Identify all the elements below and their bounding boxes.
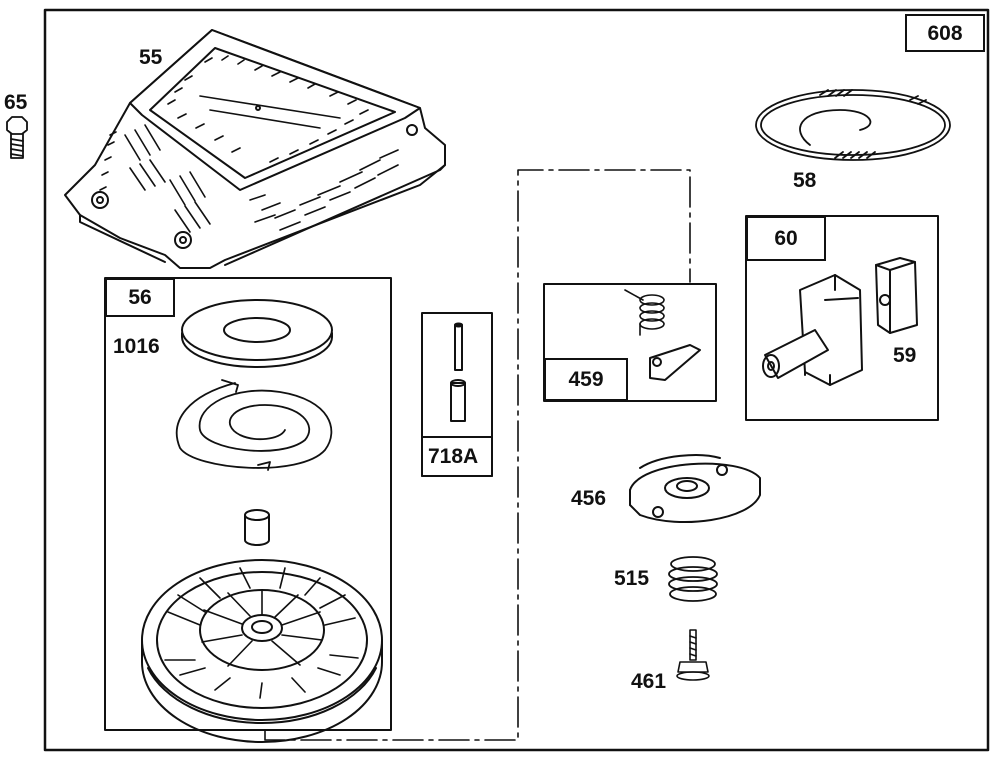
recoil-spring-drawing <box>175 379 333 471</box>
starter-washer-drawing <box>181 299 333 368</box>
label-58: 58 <box>793 169 817 192</box>
pawl-spring-drawing <box>624 289 665 336</box>
handle-kit-box <box>745 215 939 421</box>
label-55: 55 <box>139 46 163 69</box>
starter-cup-drawing <box>629 454 761 524</box>
bushing-drawing <box>244 509 270 546</box>
label-456: 456 <box>571 487 607 510</box>
label-65: 65 <box>4 91 28 114</box>
pawl-drawing <box>649 344 701 381</box>
label-459: 459 <box>544 358 628 401</box>
outer-frame <box>43 8 990 752</box>
frame-label-608: 608 <box>905 14 985 52</box>
label-1016: 1016 <box>113 335 160 358</box>
label-515: 515 <box>614 567 650 590</box>
leader-line <box>264 169 691 741</box>
label-718a: 718A <box>428 445 479 468</box>
blower-housing-drawing <box>64 29 446 269</box>
bolt-drawing <box>6 116 28 159</box>
pin-kit-label-frame <box>421 436 493 477</box>
pawl-kit-box <box>543 283 717 402</box>
label-60: 60 <box>746 216 826 261</box>
label-56: 56 <box>105 278 175 317</box>
rope-drawing <box>755 89 951 161</box>
pin-drawing <box>450 322 466 422</box>
handle-drawing <box>762 274 863 386</box>
label-59: 59 <box>893 344 917 367</box>
starter-assembly-box <box>104 277 392 731</box>
screw-drawing <box>676 629 710 681</box>
spring-drawing <box>668 556 718 602</box>
clip-drawing <box>875 257 918 334</box>
pulley-drawing <box>141 559 383 743</box>
label-461: 461 <box>631 670 667 693</box>
